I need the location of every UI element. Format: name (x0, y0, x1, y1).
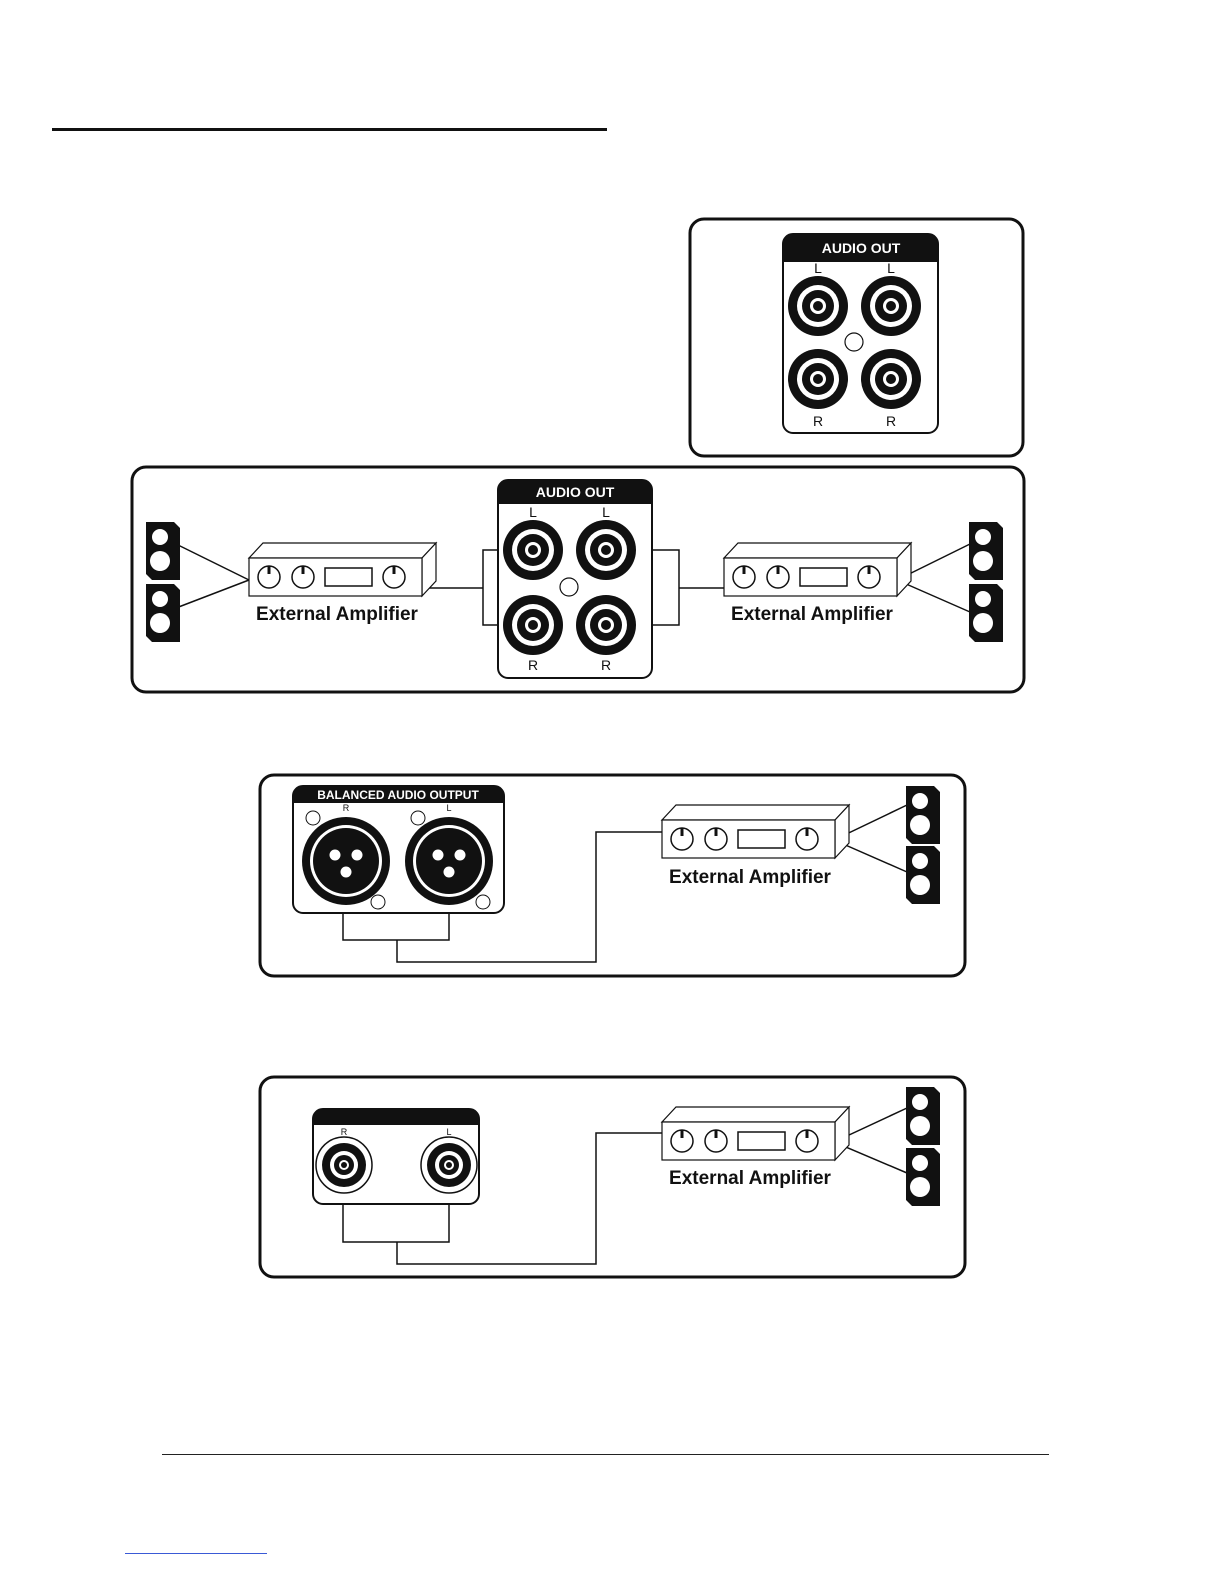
label-r: R (813, 413, 823, 429)
speaker-icon (906, 846, 940, 904)
ground-screw (560, 578, 578, 596)
rca-jack (788, 276, 848, 336)
rca-jack (316, 1137, 372, 1193)
speaker-icon (906, 1087, 940, 1145)
label-r: R (886, 413, 896, 429)
rca-jack (503, 595, 563, 655)
label-r: R (528, 657, 538, 673)
rca-jack (576, 520, 636, 580)
panel-rca: External Amplifier External Amplifier AU… (132, 467, 1024, 692)
mount-hole (476, 895, 490, 909)
amplifier-icon (662, 805, 849, 858)
panel-balanced: External Amplifier BALANCED AUDIO OUTPUT… (260, 775, 965, 976)
panel-top: AUDIO OUT L L R R (690, 219, 1023, 456)
balanced-header: BALANCED AUDIO OUTPUT (317, 788, 479, 802)
ground-screw (845, 333, 863, 351)
rca-jack (861, 276, 921, 336)
amplifier-icon (724, 543, 911, 596)
rca-jack (576, 595, 636, 655)
amplifier-icon (249, 543, 436, 596)
amplifier-icon (662, 1107, 849, 1160)
label-l: L (887, 260, 895, 276)
rca-jack (503, 520, 563, 580)
label-r: R (341, 1127, 348, 1137)
label-l: L (529, 504, 537, 520)
audio-out-label: AUDIO OUT (822, 240, 901, 256)
speaker-icon (146, 522, 180, 580)
speaker-icon (969, 522, 1003, 580)
speaker-icon (146, 584, 180, 642)
amp-label: External Amplifier (731, 604, 894, 625)
mount-hole (411, 811, 425, 825)
amp-label: External Amplifier (669, 1168, 832, 1189)
label-r: R (601, 657, 611, 673)
label-l: L (446, 803, 451, 813)
mount-hole (306, 811, 320, 825)
panel-unbalanced: External Amplifier R L (260, 1077, 965, 1277)
speaker-icon (969, 584, 1003, 642)
amp-label: External Amplifier (669, 867, 832, 888)
rca-jack (788, 349, 848, 409)
label-l: L (814, 260, 822, 276)
audio-out-label: AUDIO OUT (536, 484, 615, 500)
bottom-rule (162, 1454, 1049, 1455)
rca-jack (861, 349, 921, 409)
amp-label: External Amplifier (256, 604, 419, 625)
xlr-jack (405, 817, 493, 905)
label-l: L (446, 1127, 451, 1137)
speaker-icon (906, 1148, 940, 1206)
xlr-jack (302, 817, 390, 905)
label-r: R (343, 803, 350, 813)
speaker-icon (906, 786, 940, 844)
mount-hole (371, 895, 385, 909)
footer-link-underline[interactable] (125, 1553, 267, 1554)
rca-jack (421, 1137, 477, 1193)
rca-plate-header (313, 1109, 479, 1125)
label-l: L (602, 504, 610, 520)
